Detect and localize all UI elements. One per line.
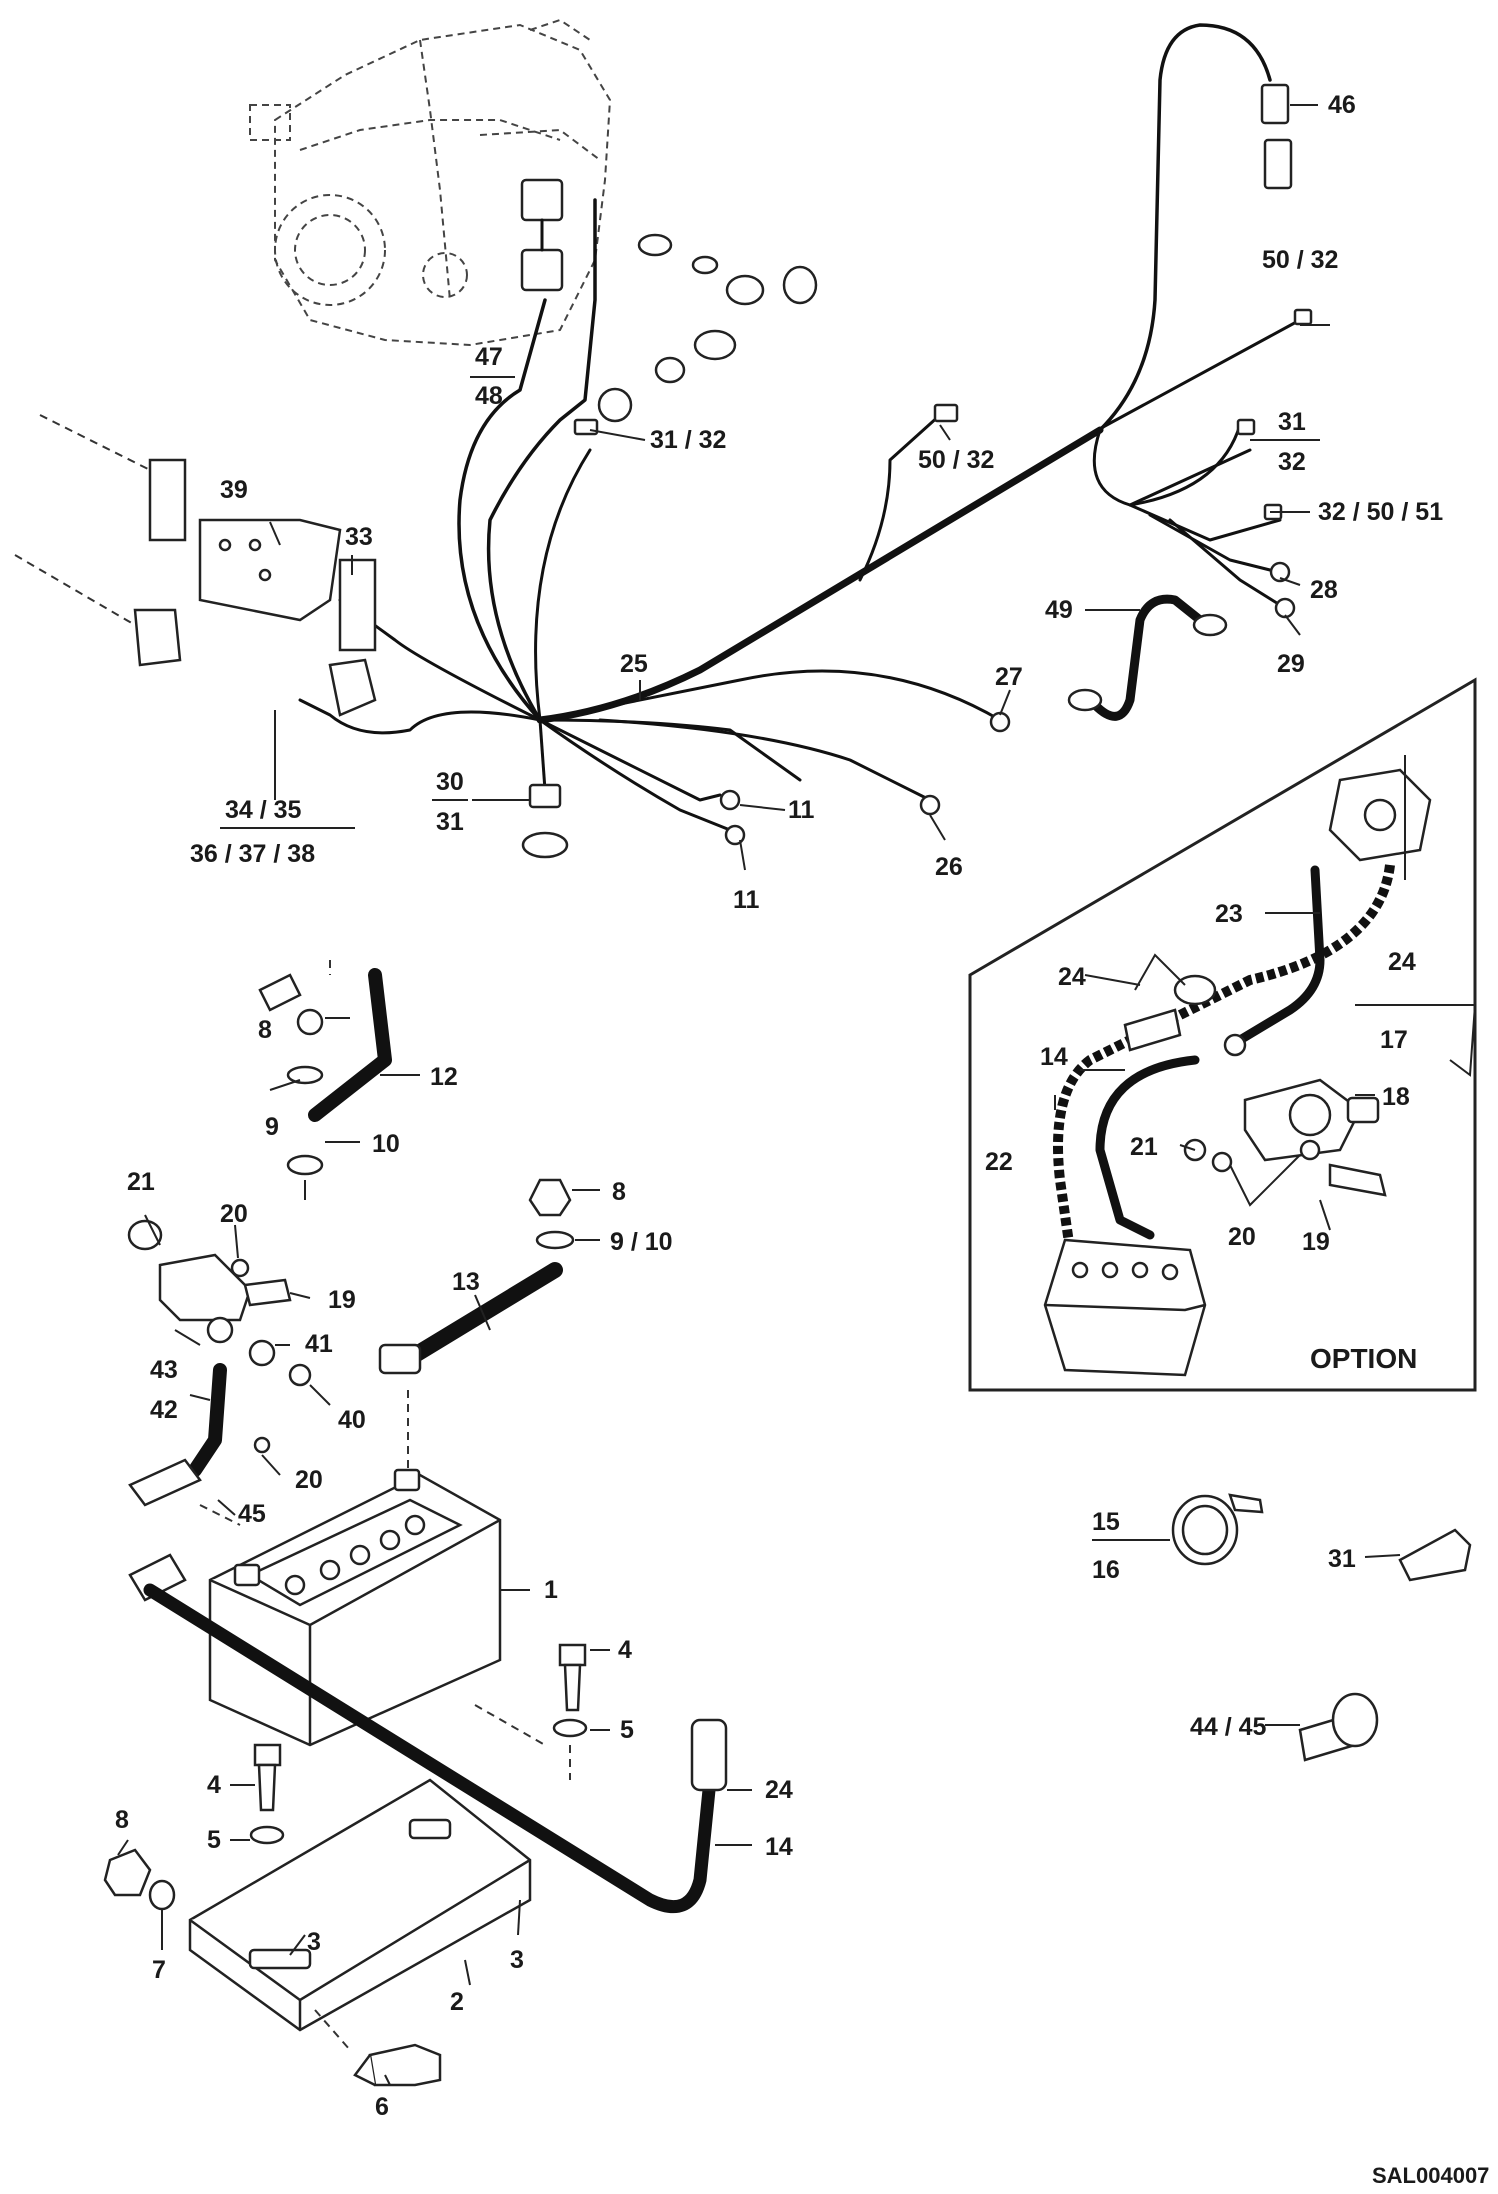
callout-10: 10 (372, 1130, 400, 1158)
callout-27: 27 (995, 663, 1023, 691)
callout-1: 1 (544, 1576, 558, 1604)
callout-18: 18 (1382, 1083, 1410, 1111)
bracket-39 (14, 414, 342, 667)
callout-8-bottom: 8 (115, 1806, 129, 1834)
callout-4-right: 4 (618, 1636, 632, 1664)
callout-21-option: 21 (1130, 1133, 1158, 1161)
callout-22: 22 (985, 1148, 1013, 1176)
callout-50-32-top: 50 / 32 (1262, 246, 1338, 274)
callout-30: 30 (436, 768, 464, 796)
earth-strap-12 (258, 960, 392, 1200)
callout-40: 40 (338, 1406, 366, 1434)
main-harness (298, 23, 1302, 832)
callout-20-top: 20 (220, 1200, 248, 1228)
leader-lines (117, 104, 1477, 2086)
callout-19-option: 19 (1302, 1228, 1330, 1256)
engine-relays (520, 178, 564, 292)
earth-strap-13 (378, 1178, 575, 1470)
callout-36-37-38: 36 / 37 / 38 (190, 840, 315, 868)
battery-clamp-group (127, 1219, 312, 1526)
option-label: OPTION (1310, 1343, 1417, 1374)
callout-9: 9 (265, 1113, 279, 1141)
callout-31-32: 31 / 32 (650, 426, 726, 454)
callout-25: 25 (620, 650, 648, 678)
callout-13: 13 (452, 1268, 480, 1296)
engine-outline (249, 18, 612, 347)
callout-6: 6 (375, 2093, 389, 2121)
callout-43: 43 (150, 1356, 178, 1384)
battery-cable-14 (128, 1553, 728, 1914)
callout-45: 45 (238, 1500, 266, 1528)
callout-14-option: 14 (1040, 1043, 1068, 1071)
callout-46: 46 (1328, 91, 1356, 119)
callout-48: 48 (475, 382, 503, 410)
callout-5-left: 5 (207, 1826, 221, 1854)
callout-11-b: 11 (733, 886, 760, 914)
callout-3-right: 3 (510, 1946, 524, 1974)
battery-tray (188, 1778, 532, 2032)
callout-26: 26 (935, 853, 963, 881)
harness-connectors (328, 83, 1313, 859)
callout-9-10: 9 / 10 (610, 1228, 673, 1256)
callout-20-option: 20 (1228, 1223, 1256, 1251)
callout-labels: 46 50 / 32 31 32 32 / 50 / 51 28 29 49 5… (115, 91, 1489, 2188)
callout-28: 28 (1310, 576, 1338, 604)
callout-8-mid: 8 (612, 1178, 626, 1206)
callout-19-left: 19 (328, 1286, 356, 1314)
callout-16: 16 (1092, 1556, 1120, 1584)
tray-hardware (103, 1643, 588, 2087)
callout-24-right: 24 (1388, 948, 1416, 976)
callout-41: 41 (305, 1330, 333, 1358)
callout-31-left: 31 (436, 808, 464, 836)
callout-11-a: 11 (788, 796, 815, 824)
callout-8-top: 8 (258, 1016, 272, 1044)
callout-34-35: 34 / 35 (225, 796, 302, 824)
callout-24-bottom: 24 (765, 1776, 793, 1804)
callout-3-left: 3 (307, 1928, 321, 1956)
callout-7: 7 (152, 1956, 166, 1984)
callout-31-loose: 31 (1328, 1545, 1356, 1573)
callout-24-option: 24 (1058, 963, 1086, 991)
callout-33: 33 (345, 523, 373, 551)
callout-32-50-51: 32 / 50 / 51 (1318, 498, 1443, 526)
option-box (968, 677, 1477, 1392)
callout-14-bottom: 14 (765, 1833, 793, 1861)
callout-20-mid: 20 (295, 1466, 323, 1494)
callout-39: 39 (220, 476, 248, 504)
callout-5-right: 5 (620, 1716, 634, 1744)
callout-2: 2 (450, 1988, 464, 2016)
cable-49 (1067, 594, 1228, 721)
callout-31-right: 31 (1278, 408, 1306, 436)
loose-parts (1171, 1493, 1472, 1762)
callout-44-45: 44 / 45 (1190, 1713, 1267, 1741)
callout-15: 15 (1092, 1508, 1120, 1536)
callout-4-left: 4 (207, 1771, 221, 1799)
callout-32-right: 32 (1278, 448, 1306, 476)
callout-29: 29 (1277, 650, 1305, 678)
callout-50-32-mid: 50 / 32 (918, 446, 994, 474)
callout-21-left: 21 (127, 1168, 155, 1196)
callout-42: 42 (150, 1396, 178, 1424)
callout-12: 12 (430, 1063, 458, 1091)
callout-17: 17 (1380, 1026, 1408, 1054)
callout-47: 47 (475, 343, 503, 371)
callout-23: 23 (1215, 900, 1243, 928)
callout-49: 49 (1045, 596, 1073, 624)
sender-fittings (597, 233, 818, 423)
drawing-code: SAL004007 (1372, 2163, 1489, 2188)
